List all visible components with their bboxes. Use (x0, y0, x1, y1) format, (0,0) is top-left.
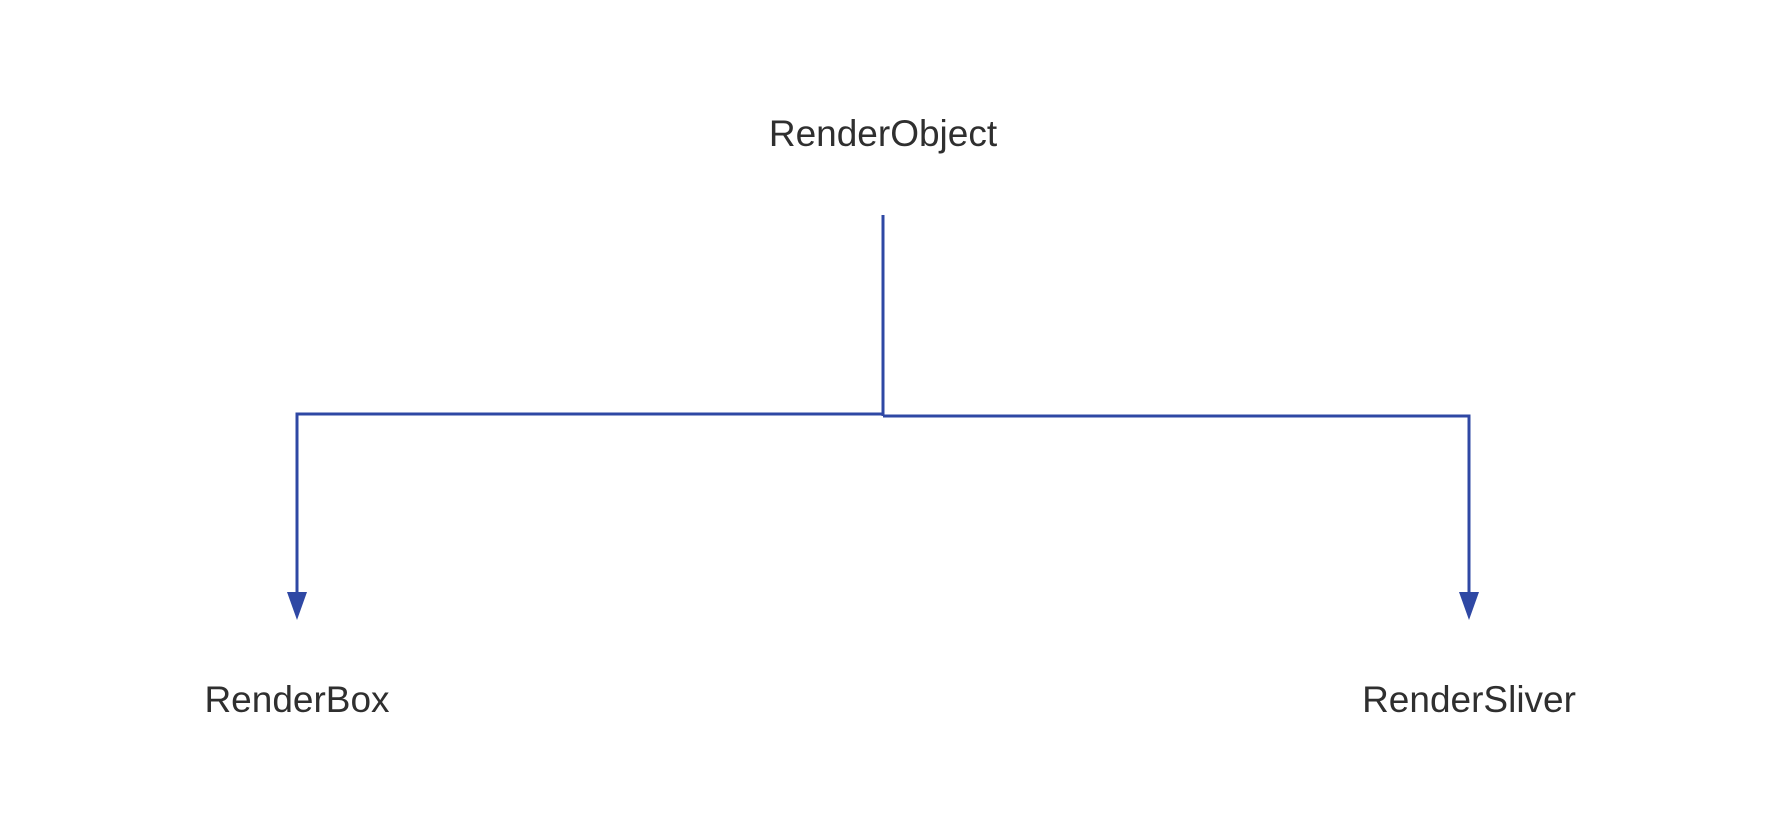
node-render-object: RenderObject (769, 113, 998, 154)
connector-group (287, 215, 1479, 620)
arrowhead-left-icon (287, 592, 307, 620)
branch-line-right (883, 414, 1471, 594)
arrowhead-right-icon (1459, 592, 1479, 620)
node-render-sliver: RenderSliver (1362, 679, 1576, 720)
node-render-box: RenderBox (204, 679, 390, 720)
branch-line-left (295, 412, 883, 594)
